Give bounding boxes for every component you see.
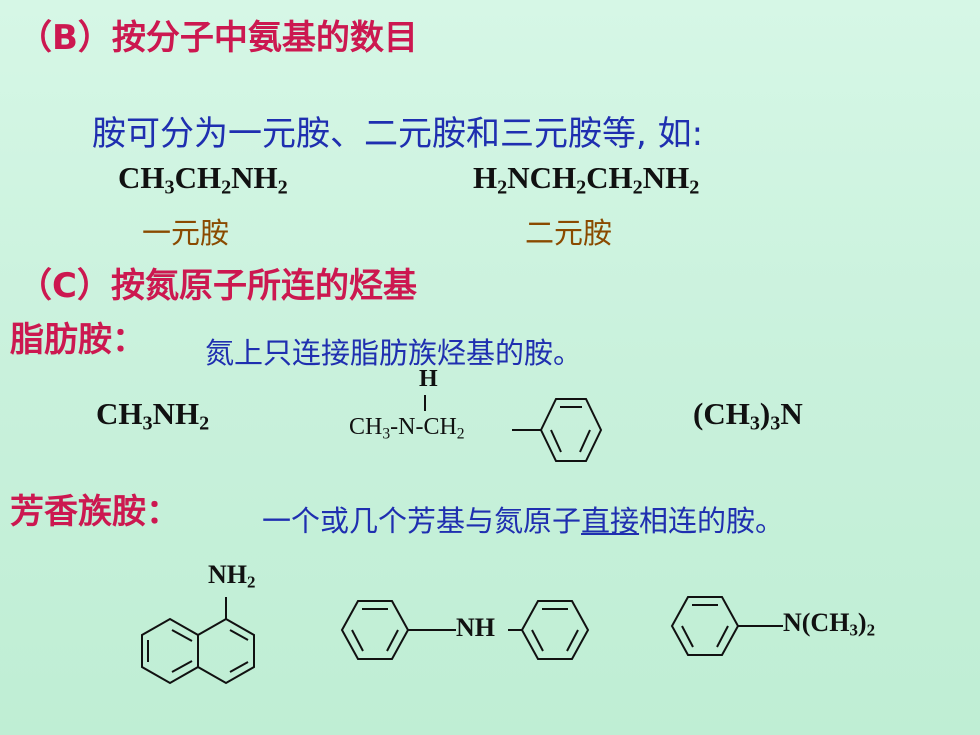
naphthalene-ring-right: [197, 617, 255, 685]
diphenyl-ring-right: [520, 600, 590, 660]
formula-benzylmethylamine: CH3-N-CH2: [349, 414, 465, 443]
aliphatic-desc: 氮上只连接脂肪族烃基的胺。: [205, 336, 583, 370]
nh-hydrogen: H: [419, 366, 438, 392]
diphenylamine-nh: NH: [456, 613, 495, 642]
heading-c: （C）按氮原子所连的烃基: [18, 266, 417, 306]
aromatic-term: 芳香族胺：: [10, 492, 180, 532]
label-monoamine: 一元胺: [142, 216, 230, 250]
formula-methylamine: CH3NH2: [96, 396, 210, 435]
formula-ethylenediamine: H2NCH2CH2NH2: [473, 160, 700, 199]
formula-ethylamine: CH3CH2NH2: [118, 160, 288, 199]
heading-b: （B）按分子中氨基的数目: [18, 18, 418, 58]
naphthalene-ring-left: [141, 617, 199, 685]
naphthylamine-nh2: NH2: [208, 560, 256, 592]
dimethylaniline-group: N(CH3)2: [783, 608, 876, 640]
intro-text: 胺可分为一元胺、二元胺和三元胺等, 如:: [92, 114, 704, 154]
aliphatic-term: 脂肪胺：: [10, 320, 146, 360]
label-diamine: 二元胺: [525, 216, 613, 250]
aromatic-desc: 一个或几个芳基与氮原子直接相连的胺。: [262, 504, 785, 538]
benzyl-benzene-ring: [539, 398, 603, 462]
formula-trimethylamine: (CH3)3N: [693, 396, 803, 435]
